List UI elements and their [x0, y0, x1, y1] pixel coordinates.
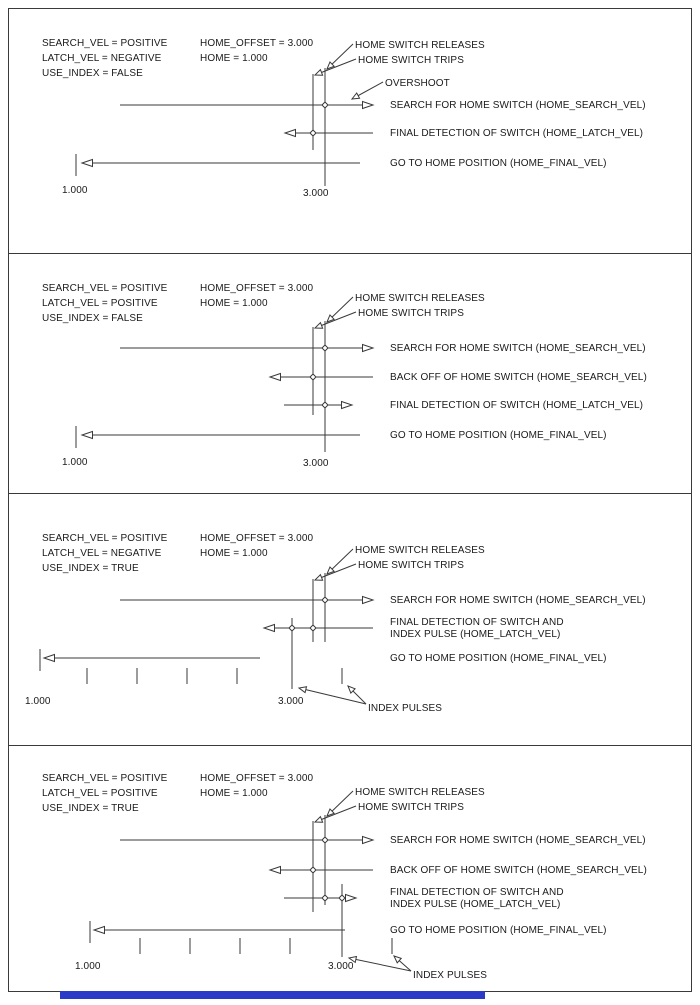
param-home-offset: HOME_OFFSET = 3.000 — [200, 773, 313, 784]
param-use-index: USE_INDEX = TRUE — [42, 563, 139, 574]
step-label-latch: FINAL DETECTION OF SWITCH (HOME_LATCH_VE… — [390, 400, 643, 411]
step-label-latch-line2: INDEX PULSE (HOME_LATCH_VEL) — [390, 629, 560, 640]
switch-cross-marker — [309, 624, 317, 632]
bottom-highlight-bar — [60, 991, 485, 999]
param-home: HOME = 1.000 — [200, 548, 268, 559]
switch-cross-marker — [309, 129, 317, 137]
step-label-go-home: GO TO HOME POSITION (HOME_FINAL_VEL) — [390, 925, 607, 936]
step-label-back-off: BACK OFF OF HOME SWITCH (HOME_SEARCH_VEL… — [390, 865, 647, 876]
param-search-vel: SEARCH_VEL = POSITIVE — [42, 773, 168, 784]
step-label-latch: FINAL DETECTION OF SWITCH (HOME_LATCH_VE… — [390, 128, 643, 139]
switch-cross-marker — [309, 866, 317, 874]
step-label-go-home: GO TO HOME POSITION (HOME_FINAL_VEL) — [390, 430, 607, 441]
callout-home-switch-releases: HOME SWITCH RELEASES — [355, 40, 485, 51]
step-label-go-home: GO TO HOME POSITION (HOME_FINAL_VEL) — [390, 653, 607, 664]
leader-index-pulse — [297, 686, 367, 705]
param-latch-vel: LATCH_VEL = NEGATIVE — [42, 53, 162, 64]
param-use-index: USE_INDEX = FALSE — [42, 68, 143, 79]
index-cross-marker — [338, 894, 346, 902]
leader-overshoot — [350, 81, 384, 100]
param-home-offset: HOME_OFFSET = 3.000 — [200, 283, 313, 294]
offset-position-label: 3.000 — [303, 188, 329, 199]
switch-cross-marker — [321, 596, 329, 604]
panel-2: SEARCH_VEL = POSITIVE HOME_OFFSET = 3.00… — [42, 283, 647, 469]
leader-trips — [313, 311, 357, 329]
callout-home-switch-releases: HOME SWITCH RELEASES — [355, 293, 485, 304]
step-label-back-off: BACK OFF OF HOME SWITCH (HOME_SEARCH_VEL… — [390, 372, 647, 383]
switch-cross-marker — [321, 836, 329, 844]
step-label-latch-line2: INDEX PULSE (HOME_LATCH_VEL) — [390, 899, 560, 910]
param-home: HOME = 1.000 — [200, 298, 268, 309]
callout-overshoot: OVERSHOOT — [385, 78, 450, 89]
param-use-index: USE_INDEX = FALSE — [42, 313, 143, 324]
panel-3: SEARCH_VEL = POSITIVE HOME_OFFSET = 3.00… — [25, 533, 646, 714]
index-pulses-label: INDEX PULSES — [368, 703, 442, 714]
callout-home-switch-releases: HOME SWITCH RELEASES — [355, 545, 485, 556]
param-search-vel: SEARCH_VEL = POSITIVE — [42, 38, 168, 49]
step-label-search: SEARCH FOR HOME SWITCH (HOME_SEARCH_VEL) — [390, 100, 646, 111]
param-search-vel: SEARCH_VEL = POSITIVE — [42, 283, 168, 294]
leader-releases — [326, 548, 354, 575]
leader-index-pulse — [393, 955, 412, 972]
switch-cross-marker — [321, 344, 329, 352]
leader-releases — [326, 43, 354, 70]
home-position-label: 1.000 — [25, 696, 51, 707]
step-label-go-home: GO TO HOME POSITION (HOME_FINAL_VEL) — [390, 158, 607, 169]
leader-index-pulse — [347, 685, 367, 705]
param-latch-vel: LATCH_VEL = NEGATIVE — [42, 548, 162, 559]
step-label-latch-line1: FINAL DETECTION OF SWITCH AND — [390, 887, 564, 898]
callout-home-switch-trips: HOME SWITCH TRIPS — [358, 802, 464, 813]
index-pulses-label: INDEX PULSES — [413, 970, 487, 981]
switch-cross-marker — [321, 894, 329, 902]
param-use-index: USE_INDEX = TRUE — [42, 803, 139, 814]
leader-index-pulse — [347, 955, 412, 972]
leader-trips — [313, 563, 357, 581]
param-home: HOME = 1.000 — [200, 53, 268, 64]
param-latch-vel: LATCH_VEL = POSITIVE — [42, 298, 158, 309]
step-label-search: SEARCH FOR HOME SWITCH (HOME_SEARCH_VEL) — [390, 343, 646, 354]
leader-trips — [313, 58, 357, 76]
panel-1: SEARCH_VEL = POSITIVE HOME_OFFSET = 3.00… — [42, 38, 646, 199]
offset-position-label: 3.000 — [278, 696, 304, 707]
step-label-latch-line1: FINAL DETECTION OF SWITCH AND — [390, 617, 564, 628]
callout-home-switch-trips: HOME SWITCH TRIPS — [358, 308, 464, 319]
param-home-offset: HOME_OFFSET = 3.000 — [200, 533, 313, 544]
step-label-search: SEARCH FOR HOME SWITCH (HOME_SEARCH_VEL) — [390, 595, 646, 606]
step-label-search: SEARCH FOR HOME SWITCH (HOME_SEARCH_VEL) — [390, 835, 646, 846]
leader-trips — [313, 805, 357, 823]
param-home-offset: HOME_OFFSET = 3.000 — [200, 38, 313, 49]
leader-releases — [326, 296, 354, 323]
home-position-label: 1.000 — [62, 457, 88, 468]
switch-cross-marker — [321, 401, 329, 409]
home-position-label: 1.000 — [62, 185, 88, 196]
offset-position-label: 3.000 — [303, 458, 329, 469]
home-position-label: 1.000 — [75, 961, 101, 972]
panel-4: SEARCH_VEL = POSITIVE HOME_OFFSET = 3.00… — [42, 773, 647, 981]
index-cross-marker — [288, 624, 296, 632]
param-home: HOME = 1.000 — [200, 788, 268, 799]
callout-home-switch-trips: HOME SWITCH TRIPS — [358, 55, 464, 66]
leader-releases — [326, 790, 354, 817]
param-search-vel: SEARCH_VEL = POSITIVE — [42, 533, 168, 544]
param-latch-vel: LATCH_VEL = POSITIVE — [42, 788, 158, 799]
offset-position-label: 3.000 — [328, 961, 354, 972]
switch-cross-marker — [309, 373, 317, 381]
switch-cross-marker — [321, 101, 329, 109]
callout-home-switch-releases: HOME SWITCH RELEASES — [355, 787, 485, 798]
callout-home-switch-trips: HOME SWITCH TRIPS — [358, 560, 464, 571]
